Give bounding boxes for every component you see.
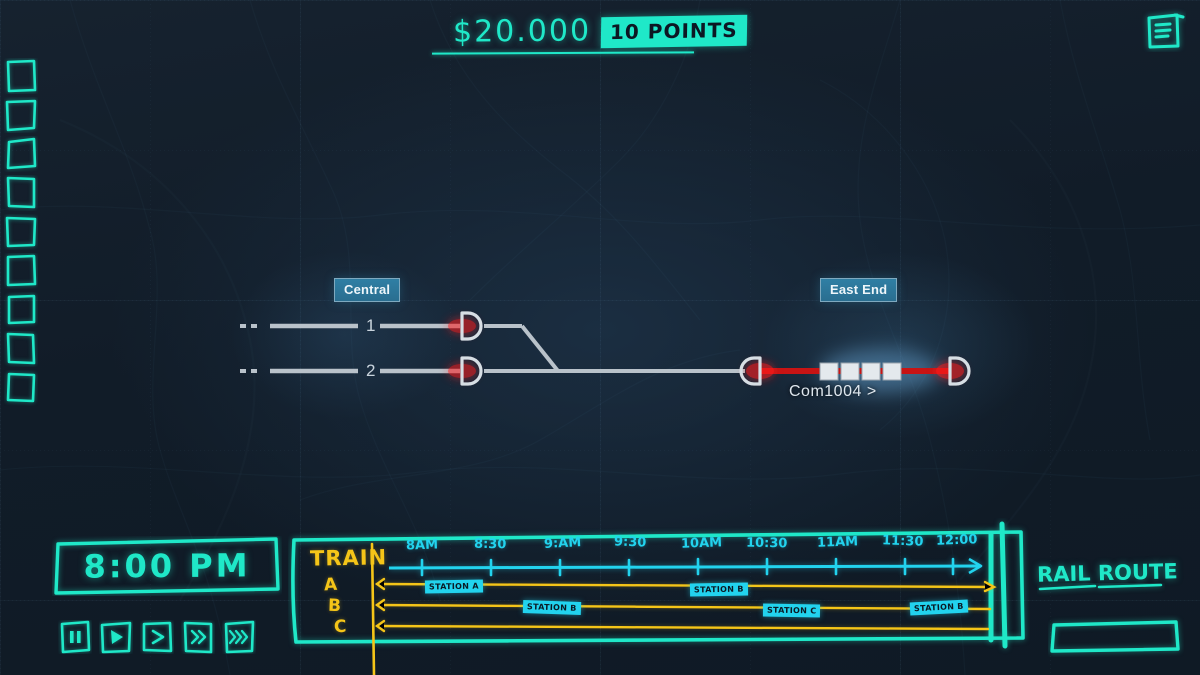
time-tick-830: 8:30 (473, 536, 507, 553)
time-tick-1030: 10:30 (745, 535, 788, 552)
pause-icon (70, 631, 81, 643)
triple-chevron-icon (228, 629, 249, 645)
sidebar-button-1[interactable] (4, 58, 38, 94)
timetable-row-label-a: A (323, 574, 338, 596)
timetable-row-line-b (374, 598, 992, 612)
clock-time: 8:00 PM (83, 546, 251, 586)
brand-logo: RAIL ROUTE (1037, 559, 1179, 597)
stop-chip-b-station-c[interactable]: STATION C (762, 603, 821, 618)
play-filled-icon (111, 630, 123, 644)
clock-panel: 8:00 PM (52, 536, 282, 596)
track-diagram (240, 311, 971, 393)
speed-controls (58, 620, 256, 654)
time-tick-9am: 9:AM (543, 535, 582, 552)
brand-logo-text: RAIL ROUTE (1037, 559, 1179, 587)
pause-button[interactable] (58, 620, 92, 654)
speed-1x-button[interactable] (140, 620, 174, 654)
sidebar-button-9[interactable] (4, 370, 38, 406)
platform-number-2: 2 (366, 361, 376, 380)
list-menu-icon[interactable] (1142, 8, 1186, 52)
brand-logo-underline (1039, 583, 1163, 591)
signal-marker-3 (739, 356, 762, 386)
schedule-scrollbar (988, 521, 1008, 649)
time-tick-11am: 11AM (816, 534, 859, 551)
platform-number-1: 1 (366, 316, 376, 335)
station-badge-central[interactable]: Central (334, 278, 401, 302)
left-toolbar (4, 58, 50, 406)
train-com1004-cars (819, 362, 902, 381)
sidebar-button-4[interactable] (4, 175, 38, 211)
timetable-panel[interactable]: TRAIN A B C 8AM 8:30 9:AM 9:30 10AM 10:3… (288, 518, 1030, 675)
time-tick-1200: 12:00 (935, 532, 978, 549)
time-tick-8am: 8AM (405, 537, 439, 554)
station-badge-east-end[interactable]: East End (820, 278, 898, 302)
sidebar-button-5[interactable] (4, 214, 38, 250)
train-label-com1004[interactable]: Com1004 > (789, 383, 877, 400)
timetable-y-axis (370, 542, 376, 675)
timetable-time-axis (388, 557, 983, 577)
sidebar-button-2[interactable] (4, 97, 38, 133)
timetable-title: TRAIN (309, 545, 388, 571)
track-network-view[interactable]: Central East End 1 2 Com1004 > (0, 0, 1200, 520)
signal-marker-2 (460, 356, 483, 386)
sidebar-button-7[interactable] (4, 292, 38, 328)
speed-3x-button[interactable] (222, 620, 256, 654)
switch-diagonal (520, 324, 560, 373)
time-tick-10am: 10AM (680, 535, 723, 552)
sidebar-button-3[interactable] (4, 136, 38, 172)
stop-chip-b-station-b[interactable]: STATION B (522, 599, 581, 616)
stop-chip-a-station-b[interactable]: STATION B (689, 582, 748, 597)
play-button[interactable] (99, 620, 133, 654)
sidebar-button-8[interactable] (4, 331, 38, 367)
stop-chip-a-station-a[interactable]: STATION A (424, 579, 483, 594)
time-tick-930: 9:30 (613, 534, 647, 551)
clock-frame (54, 537, 280, 595)
double-chevron-icon (190, 629, 207, 645)
timetable-row-label-b: B (327, 595, 342, 617)
time-tick-1130: 11:30 (881, 533, 924, 550)
sidebar-button-6[interactable] (4, 253, 38, 289)
signal-marker-1 (460, 311, 483, 341)
brand-bottom-box[interactable] (1048, 615, 1184, 657)
play-outline-icon (151, 629, 165, 645)
signal-marker-4 (948, 356, 971, 386)
timetable-row-label-c: C (333, 616, 347, 638)
timetable-row-line-c (374, 619, 990, 633)
speed-2x-button[interactable] (181, 620, 215, 654)
